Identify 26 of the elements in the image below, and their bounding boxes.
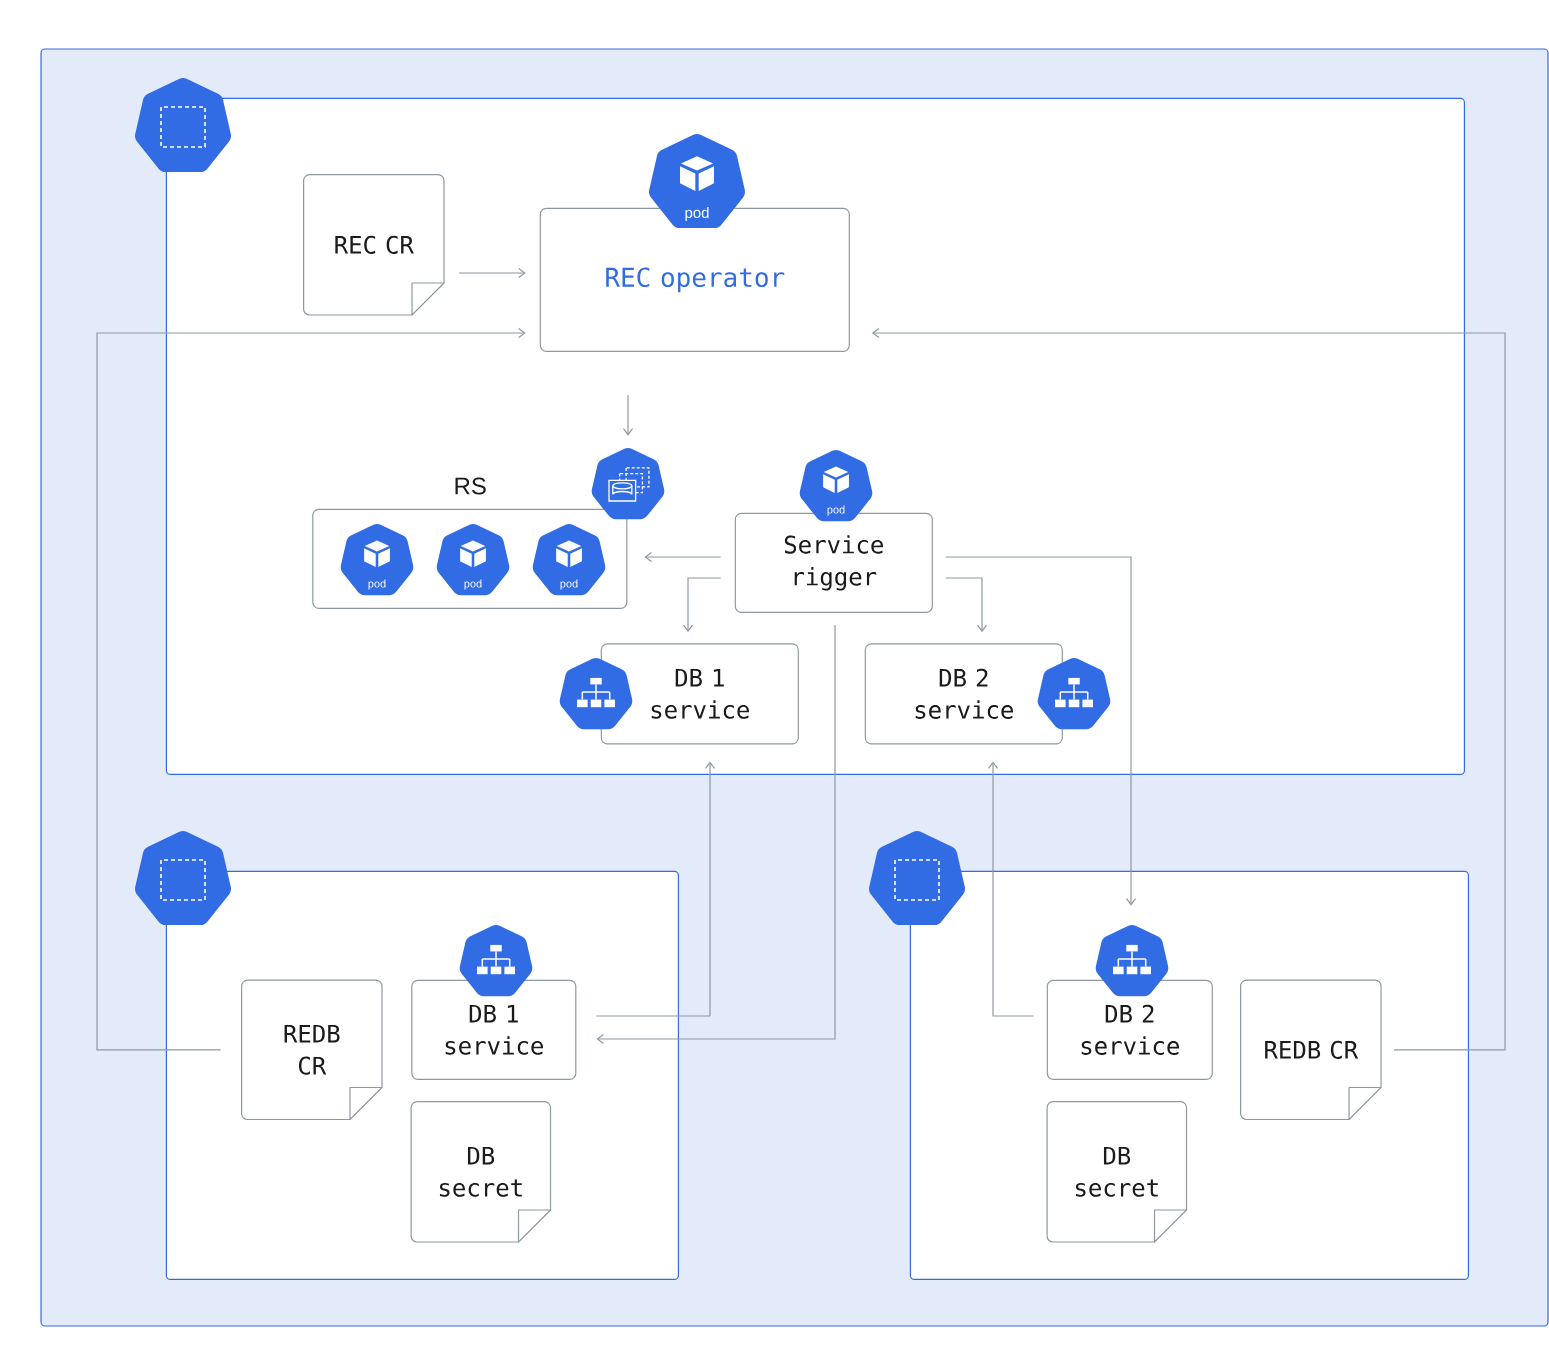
document-card: REDB CR xyxy=(1240,979,1382,1121)
node-label: REDB CR xyxy=(1265,1040,1359,1059)
arrow xyxy=(622,394,634,436)
arrow xyxy=(987,761,1035,1017)
arrow xyxy=(945,556,1137,906)
arrow xyxy=(458,267,526,279)
arrow xyxy=(871,327,1506,1051)
arrow xyxy=(682,577,722,633)
document-card: DB secret xyxy=(410,1101,552,1243)
document-card: DB secret xyxy=(1046,1101,1188,1243)
arrow xyxy=(96,327,526,1051)
arrow xyxy=(596,624,836,1045)
arrow xyxy=(644,551,722,563)
node-label: RS xyxy=(455,477,486,495)
document-card: REDB CR xyxy=(241,979,383,1121)
node-label: REDB CR xyxy=(284,1024,340,1075)
service-card: DB 2 service xyxy=(864,643,1063,745)
document-card: REC CR xyxy=(303,174,445,316)
node-label: REC CR xyxy=(335,235,414,254)
node-label: DB secret xyxy=(1075,1146,1158,1197)
arrow xyxy=(595,761,716,1017)
arrow xyxy=(945,577,988,633)
service-card: DB 1 service xyxy=(411,979,577,1080)
service-card: DB 2 service xyxy=(1046,979,1213,1080)
service-card: DB 1 service xyxy=(600,643,799,745)
node-label: DB secret xyxy=(439,1146,522,1197)
